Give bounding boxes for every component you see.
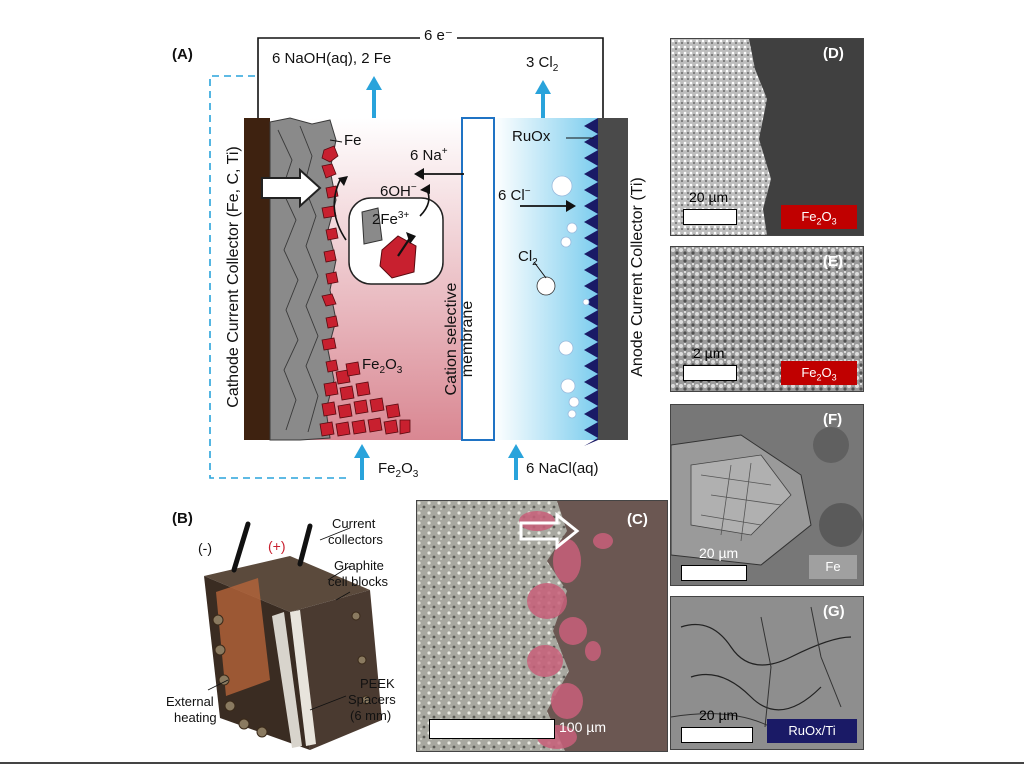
peek-label-1: PEEK <box>360 676 395 691</box>
panel-c-letter: (C) <box>627 511 648 528</box>
graphite-label-2: cell blocks <box>328 574 388 589</box>
ruox-label: RuOx <box>512 128 551 145</box>
panel-f-scalebar <box>681 565 747 581</box>
external-heating-label-1: External <box>166 694 214 709</box>
panel-a-letter: (A) <box>172 46 193 63</box>
panel-e-micrograph: (E) 2 µm Fe2O3 <box>670 246 864 392</box>
cathode-feed-label: Fe2O3 <box>378 460 419 480</box>
current-collectors-label-1: Current <box>332 516 376 531</box>
cell-schematic <box>209 37 628 480</box>
growth-arrow <box>261 167 322 209</box>
cl2-gas-label: Cl2 <box>518 248 538 268</box>
anode-collector-label: Anode Current Collector (Ti) <box>629 177 646 377</box>
panel-a: (A) <box>0 0 660 500</box>
bottom-rule <box>0 762 1024 764</box>
cathode-products-label: 6 NaOH(aq), 2 Fe <box>272 50 392 67</box>
anode-current-collector <box>598 118 628 440</box>
panel-c-scale-label: 100 µm <box>559 719 606 735</box>
external-heating-label-2: heating <box>174 710 217 725</box>
cation-selective-membrane <box>461 117 495 441</box>
panel-f-material-badge: Fe <box>809 555 857 579</box>
panel-e-scale-label: 2 µm <box>693 345 725 361</box>
panel-c-micrograph: (C) 100 µm <box>416 500 668 752</box>
panel-d-letter: (D) <box>823 45 844 62</box>
current-collectors-label-2: collectors <box>328 532 383 547</box>
ruox-electrode <box>584 118 598 446</box>
panel-f-micrograph: (F) 20 µm Fe <box>670 404 864 586</box>
anode-products-label: 3 Cl2 <box>526 54 559 74</box>
cell-hardware-photo <box>204 521 382 750</box>
panel-d-scale-label: 20 µm <box>689 189 729 205</box>
panel-g-letter: (G) <box>823 603 845 620</box>
panel-g-micrograph: (G) 20 µm RuOx/Ti <box>670 596 864 750</box>
fe2o3-particles <box>319 145 411 437</box>
panel-d-scalebar <box>683 209 737 225</box>
plus-terminal-label: (+) <box>268 538 286 554</box>
panel-d-material-badge: Fe2O3 <box>781 205 857 229</box>
panel-e-letter: (E) <box>823 253 843 270</box>
panel-b: (B) (-) (+) Current collectors Graphite … <box>160 500 410 762</box>
peek-label-2: Spacers <box>348 692 396 707</box>
cl-ion-label: 6 Cl− <box>498 186 531 204</box>
graphite-label-1: Graphite <box>334 558 384 573</box>
oh-ion-label: 6OH− <box>380 182 417 200</box>
panel-b-letter: (B) <box>172 510 193 527</box>
anode-feed-label: 6 NaCl(aq) <box>526 460 599 477</box>
flow-arrows <box>354 76 551 480</box>
optical-micrograph <box>417 501 613 751</box>
fe-label: Fe <box>344 132 362 149</box>
na-ion-label: 6 Na+ <box>410 146 448 164</box>
cathode-collector-label: Cathode Current Collector (Fe, C, Ti) <box>225 146 242 408</box>
panel-c-scalebar <box>429 719 555 739</box>
panel-e-material-badge: Fe2O3 <box>781 361 857 385</box>
panel-g-scalebar <box>681 727 753 743</box>
fe2o3-deposit-label: Fe2O3 <box>362 356 403 376</box>
electron-flow-label: 6 e⁻ <box>420 26 457 44</box>
panel-e-scalebar <box>683 365 737 381</box>
panel-d-micrograph: (D) 20 µm Fe2O3 <box>670 38 864 236</box>
panel-g-scale-label: 20 µm <box>699 707 739 723</box>
minus-terminal-label: (-) <box>198 540 212 556</box>
dashed-feed-loop <box>209 75 350 479</box>
peek-label-3: (6 mm) <box>350 708 392 723</box>
panel-g-material-badge: RuOx/Ti <box>767 719 857 743</box>
cathode-current-collector <box>244 118 270 440</box>
membrane-label-line2: membrane <box>459 300 476 378</box>
cl2-bubbles <box>536 175 590 419</box>
panel-f-scale-label: 20 µm <box>699 545 739 561</box>
fe3-ion-label: 2Fe3+ <box>372 210 410 228</box>
panel-f-letter: (F) <box>823 411 843 428</box>
